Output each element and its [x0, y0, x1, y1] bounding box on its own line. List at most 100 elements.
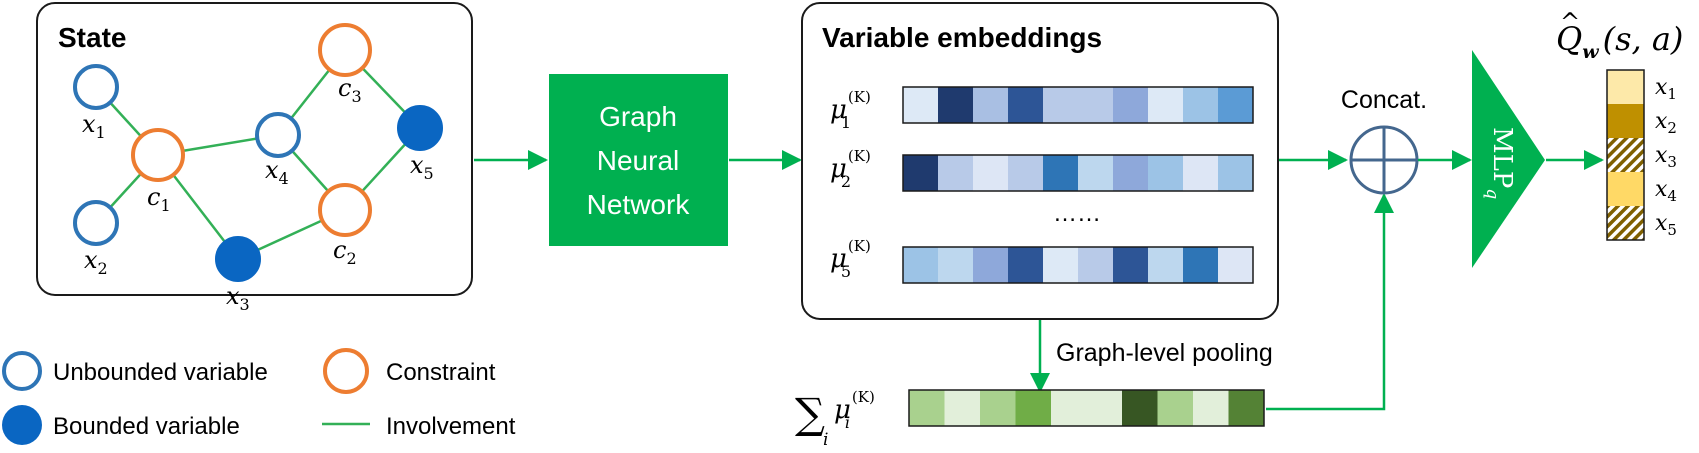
embedding-1-cell-9 [1183, 87, 1218, 123]
gnn-label-line1: Graph [599, 101, 677, 132]
state-panel: State x1 x2 x3 x4 x5 c [36, 2, 473, 314]
state-title: State [58, 22, 126, 53]
variable-node-x4 [255, 112, 301, 158]
q-value-cell-2 [1607, 104, 1644, 138]
constraint-node-c2 [318, 183, 372, 237]
label-c1: c1 [147, 183, 171, 215]
legend-bounded-label: Bounded variable [53, 413, 240, 440]
embedding-3-cell-3 [973, 247, 1008, 283]
concat-label: Concat. [1341, 86, 1427, 114]
embeddings-panel: Variable embeddings μ(K)1 μ(K)2 μ(K)5 …… [801, 2, 1279, 320]
embeddings-ellipsis: …… [1053, 200, 1101, 227]
embedding-2-cell-2 [938, 155, 973, 191]
label-c3: c3 [338, 74, 362, 106]
q-label-x4: x4 [1655, 177, 1677, 205]
embedding-1-cell-5 [1043, 87, 1078, 123]
legend-constraint-icon [323, 348, 369, 394]
embedding-1-cell-10 [1218, 87, 1253, 123]
embedding-3-cell-5 [1043, 247, 1078, 283]
embedding-3-cell-8 [1148, 247, 1183, 283]
embedding-vector-5 [902, 246, 1254, 284]
pooled-cell-3 [980, 390, 1016, 426]
q-value-cell-5 [1607, 206, 1644, 240]
pooled-cell-6 [1086, 390, 1122, 426]
embedding-vector-1 [902, 86, 1254, 124]
q-label-x1: x1 [1655, 75, 1677, 103]
q-value-cell-3 [1607, 138, 1644, 172]
pooled-cell-1 [909, 390, 945, 426]
embedding-2-cell-1 [903, 155, 938, 191]
gnn-label-line2: Neural [597, 145, 679, 176]
variable-node-x2 [73, 200, 119, 246]
embedding-2-cell-3 [973, 155, 1008, 191]
label-c2: c2 [333, 236, 357, 268]
embedding-2-cell-8 [1148, 155, 1183, 191]
legend-constraint-label: Constraint [386, 359, 496, 386]
embeddings-title: Variable embeddings [822, 22, 1102, 53]
variable-node-x1 [73, 64, 119, 110]
sum-symbol: ∑ [795, 389, 825, 438]
mlp-label: MLPq [1482, 127, 1517, 199]
q-hat: ^ [1560, 8, 1580, 36]
sum-index: i [823, 430, 828, 450]
label-x2: x2 [84, 246, 108, 278]
pooled-cell-10 [1228, 390, 1264, 426]
legend-unbounded-label: Unbounded variable [53, 359, 268, 386]
embedding-2-cell-6 [1078, 155, 1113, 191]
pooled-cell-7 [1122, 390, 1158, 426]
embedding-1-cell-1 [903, 87, 938, 123]
pooled-embedding-vector [908, 389, 1265, 427]
embedding-2-cell-5 [1043, 155, 1078, 191]
embedding-3-cell-7 [1113, 247, 1148, 283]
embedding-2-cell-7 [1113, 155, 1148, 191]
embedding-1-cell-6 [1078, 87, 1113, 123]
q-value-cell-4 [1607, 172, 1644, 206]
embedding-3-cell-4 [1008, 247, 1043, 283]
embedding-2-cell-9 [1183, 155, 1218, 191]
pooling-label: Graph-level pooling [1056, 339, 1273, 367]
legend-unbounded-icon [2, 351, 42, 391]
label-x5: x5 [410, 151, 434, 183]
gnn-box: Graph Neural Network [549, 74, 728, 246]
embedding-3-cell-9 [1183, 247, 1218, 283]
pooled-cell-4 [1015, 390, 1051, 426]
legend-involvement-label: Involvement [386, 413, 516, 440]
embedding-3-cell-10 [1218, 247, 1253, 283]
arrow-pooling-to-concat [1266, 193, 1394, 411]
legend-bounded-icon [2, 405, 42, 445]
q-label-x3: x3 [1655, 143, 1677, 171]
embedding-3-cell-6 [1078, 247, 1113, 283]
embedding-2-cell-10 [1218, 155, 1253, 191]
pooled-cell-8 [1157, 390, 1193, 426]
embedding-label-5: μ(K)5 [830, 237, 871, 281]
variable-node-x5 [397, 105, 443, 151]
variable-node-x3 [215, 236, 261, 282]
embedding-1-cell-8 [1148, 87, 1183, 123]
embedding-label-2: μ(K)2 [830, 147, 871, 191]
embedding-3-cell-2 [938, 247, 973, 283]
embedding-1-cell-4 [1008, 87, 1043, 123]
q-value-vector [1606, 69, 1645, 241]
q-title: ^ Qw(s, a) [1556, 8, 1683, 63]
legend: Unbounded variable Bounded variable Cons… [2, 348, 516, 445]
q-label-x2: x2 [1655, 109, 1677, 137]
embedding-label-1: μ(K)1 [830, 88, 871, 132]
embedding-vector-2 [902, 154, 1254, 192]
label-x1: x1 [82, 110, 106, 142]
embedding-3-cell-1 [903, 247, 938, 283]
gnn-label-line3: Network [587, 189, 691, 220]
pooled-cell-2 [944, 390, 980, 426]
pooled-cell-5 [1051, 390, 1087, 426]
mlp-block: MLPq [1472, 50, 1545, 268]
label-x4: x4 [265, 156, 289, 188]
pooled-cell-9 [1193, 390, 1229, 426]
label-x3: x3 [226, 282, 250, 314]
concat-operator [1349, 125, 1419, 195]
q-label-x5: x5 [1655, 211, 1677, 239]
embedding-1-cell-7 [1113, 87, 1148, 123]
q-symbol: Qw(s, a) [1556, 20, 1683, 63]
pooled-embedding-label: ∑ i μ(K)i [795, 388, 875, 450]
embedding-2-cell-4 [1008, 155, 1043, 191]
constraint-node-c1 [131, 128, 185, 182]
